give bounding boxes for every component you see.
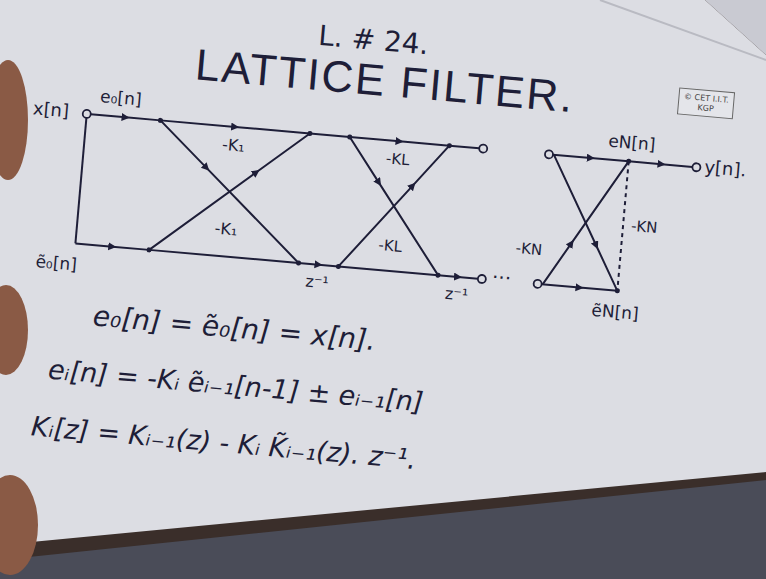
finger — [0, 60, 28, 180]
cross-branch — [543, 155, 629, 291]
coefficient-label: -KN — [630, 218, 658, 237]
delay-label: z⁻¹ — [444, 285, 469, 305]
coefficient-label: -KL — [385, 150, 410, 169]
equation: Kᵢ[z] = Kᵢ₋₁(z) - Kᵢ K̃ᵢ₋₁(z). z⁻¹. — [30, 410, 418, 475]
ellipsis: ... — [492, 260, 513, 285]
terminal — [478, 275, 487, 284]
branch-nodes — [146, 118, 631, 294]
cross-branch — [149, 120, 310, 263]
output-line — [629, 161, 693, 167]
delay-label: z⁻¹ — [305, 273, 330, 293]
coefficient-label: -KL — [378, 237, 403, 256]
node-dot — [435, 272, 440, 277]
signal-name: e₀[n] — [99, 87, 142, 110]
paper-sheet — [0, 0, 766, 545]
node-dot — [336, 264, 341, 269]
node-dot — [626, 159, 631, 164]
signal-name: y[n]. — [704, 157, 747, 181]
terminal — [82, 110, 91, 119]
equation: e₀[n] = ẽ₀[n] = x[n]. — [92, 300, 377, 357]
node-dot — [447, 143, 452, 148]
lower-rail — [75, 243, 149, 249]
dashed-branch — [617, 161, 628, 291]
equation: eᵢ[n] = -Kᵢ ẽᵢ₋₁[n-1] ± eᵢ₋₁[n] — [47, 354, 425, 418]
node-dot — [146, 247, 151, 252]
terminal — [479, 144, 488, 153]
signal-name: x[n] — [32, 98, 70, 122]
sheet-edge — [600, 0, 766, 60]
watermark-text: © CET I.I.T. KGP — [682, 92, 729, 115]
upper-rail — [553, 155, 629, 162]
lower-rail — [149, 250, 298, 263]
cross-branch — [543, 155, 629, 291]
upper-rail — [160, 120, 309, 133]
coefficient-label: -K₁ — [221, 136, 245, 156]
coefficient-label: -KN — [515, 240, 543, 259]
signal-name: ẽ₀[n] — [35, 252, 78, 275]
terminal — [545, 150, 554, 159]
terminal — [533, 280, 542, 289]
upper-rail — [350, 137, 450, 146]
terminal — [692, 163, 701, 172]
signal-name: ẽN[n] — [591, 301, 640, 325]
second-sheet — [640, 0, 766, 55]
cross-branch — [338, 137, 449, 275]
delay-branch — [438, 275, 478, 278]
cross-branch — [338, 137, 449, 275]
node-dot — [158, 118, 163, 123]
upper-rail — [91, 114, 161, 120]
terminals — [71, 110, 701, 302]
signal-name: eN[n] — [607, 132, 656, 156]
signal-lines — [75, 114, 692, 296]
finger — [0, 285, 28, 375]
node-dot — [296, 260, 301, 265]
upper-rail — [449, 146, 479, 149]
input-split — [75, 118, 86, 244]
lower-rail — [338, 266, 438, 275]
lower-rail — [542, 284, 618, 291]
cross-branch — [149, 120, 310, 263]
coefficient-label: -K₁ — [214, 220, 238, 240]
node-dot — [307, 131, 312, 136]
node-dot — [347, 134, 352, 139]
upper-rail — [310, 133, 350, 136]
finger — [0, 475, 38, 575]
node-dot — [615, 288, 620, 293]
delay-branch — [299, 263, 339, 266]
watermark-box: © CET I.I.T. KGP — [677, 87, 735, 119]
